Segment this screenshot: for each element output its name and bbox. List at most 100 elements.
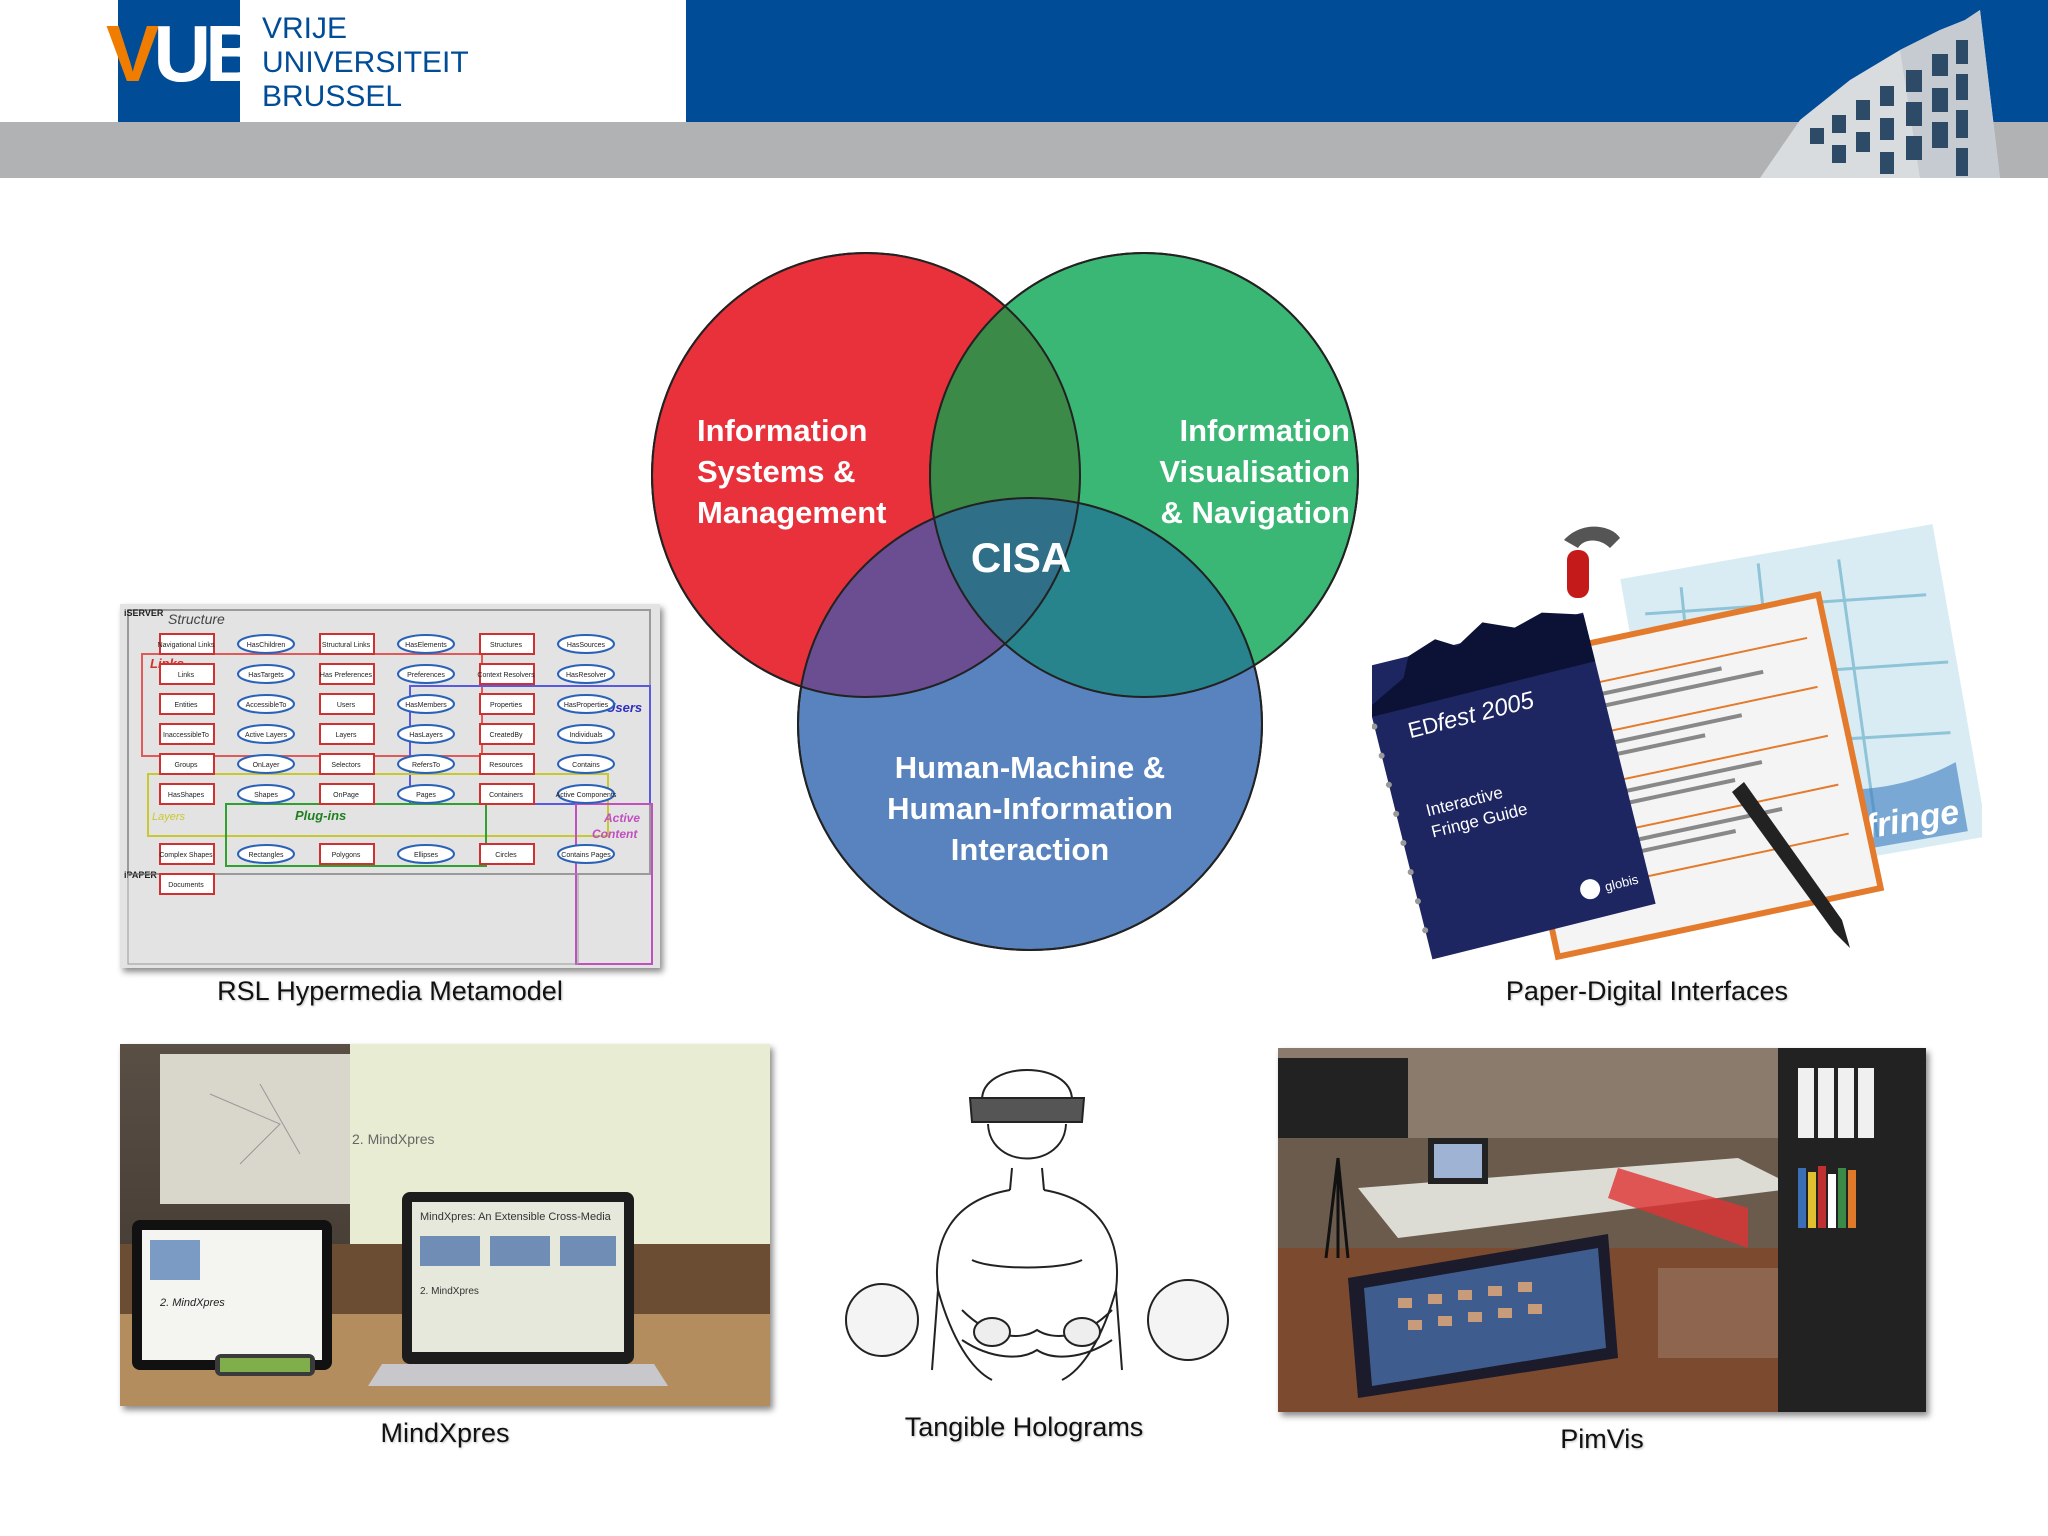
- metamodel-node-label: CreatedBy: [489, 732, 523, 739]
- circle2-line3: & Navigation: [1161, 495, 1350, 530]
- metamodel-node-shape: [159, 663, 215, 685]
- rsl-metamodel-image: iSERVER Structure Links Users Layers Plu…: [120, 604, 660, 968]
- metamodel-node-label: HasMembers: [405, 702, 447, 709]
- circle3-line2: Human-Information: [887, 791, 1173, 826]
- hologram-sphere-right: [1147, 1279, 1229, 1361]
- metamodel-node-shape: [159, 843, 215, 865]
- metamodel-node-label: Rectangles: [248, 852, 284, 859]
- venn-overlap-red-blue: [798, 498, 1080, 697]
- metamodel-node-label: Links: [178, 672, 195, 679]
- users-group-label: Users: [606, 700, 642, 715]
- metamodel-node-shape: [557, 724, 615, 744]
- logo-line-3: BRUSSEL: [262, 80, 403, 113]
- university-name: VRIJE UNIVERSITEIT BRUSSEL: [262, 12, 469, 114]
- metamodel-node-shape: [319, 783, 375, 805]
- metamodel-node-label: Structures: [490, 642, 522, 649]
- metamodel-node-shape: [237, 664, 295, 684]
- metamodel-node-shape: [319, 843, 375, 865]
- metamodel-node-label: Complex Shapes: [159, 852, 213, 859]
- metamodel-node-label: HasShapes: [168, 792, 205, 799]
- metamodel-node-label: Structural Links: [322, 642, 371, 649]
- metamodel-node-label: Polygons: [332, 852, 361, 859]
- paper-digital-image: fringe ED fest 2005 Interactive Fringe G…: [1372, 520, 1982, 961]
- metamodel-node-label: Entities: [175, 702, 198, 709]
- metamodel-node-shape: [479, 843, 535, 865]
- caption-rsl-metamodel: RSL Hypermedia Metamodel: [217, 976, 563, 1006]
- digital-pen: [1732, 782, 1850, 948]
- metamodel-node-label: Ellipses: [414, 852, 439, 859]
- metamodel-node-label: HasResolver: [566, 672, 607, 679]
- metamodel-node-label: Properties: [490, 702, 522, 709]
- pimvis-photo: [1278, 1048, 1926, 1412]
- metamodel-node-label: HasElements: [405, 642, 447, 649]
- metamodel-node-shape: [479, 783, 535, 805]
- metamodel-node-shape: [159, 753, 215, 775]
- metamodel-node-shape: [557, 784, 615, 804]
- metamodel-node-label: Has Preferences: [320, 672, 373, 679]
- metamodel-node-label: HasProperties: [564, 702, 609, 709]
- metamodel-node-label: Circles: [495, 852, 517, 859]
- metamodel-node-label: RefersTo: [412, 762, 440, 769]
- metamodel-node-label: HasSources: [567, 642, 606, 649]
- logo-line-1: VRIJE: [262, 12, 348, 45]
- metamodel-node-shape: [479, 723, 535, 745]
- metamodel-node-shape: [397, 634, 455, 654]
- active-content-label-2: Content: [592, 827, 638, 841]
- metamodel-node-label: Groups: [175, 762, 198, 769]
- metamodel-node-shape: [397, 784, 455, 804]
- metamodel-node-shape: [237, 694, 295, 714]
- metamodel-node-shape: [237, 634, 295, 654]
- metamodel-node-label: OnLayer: [253, 762, 281, 769]
- laptop-slide-title: MindXpres: An Extensible Cross-Media: [420, 1211, 612, 1223]
- vub-logo: VUB: [106, 9, 263, 98]
- metamodel-node-label: Contains Pages: [561, 852, 611, 859]
- venn-diagram: Information Systems & Management Informa…: [651, 252, 1359, 951]
- tablet-slide-title: 2. MindXpres: [159, 1297, 225, 1309]
- metamodel-node-label: Containers: [489, 792, 523, 799]
- metamodel-node-shape: [237, 754, 295, 774]
- venn-overlap-green-blue: [930, 498, 1262, 697]
- circle1-line3: Management: [697, 495, 886, 530]
- metamodel-node-shape: [397, 844, 455, 864]
- metamodel-node-label: Documents: [168, 882, 204, 889]
- metamodel-node-label: Selectors: [331, 762, 361, 769]
- layers-group-label: Layers: [152, 811, 186, 823]
- metamodel-node-shape: [397, 694, 455, 714]
- hologram-sphere-left: [845, 1283, 919, 1357]
- metamodel-node-shape: [319, 633, 375, 655]
- logo-line-2: UNIVERSITEIT: [262, 46, 469, 79]
- metamodel-node-shape: [557, 694, 615, 714]
- caption-paper-digital: Paper-Digital Interfaces: [1505, 976, 1789, 1006]
- metamodel-node-label: HasLayers: [409, 732, 443, 739]
- metamodel-node-shape: [479, 633, 535, 655]
- metamodel-node-label: Active Components: [556, 792, 617, 799]
- metamodel-node-label: Resources: [489, 762, 523, 769]
- metamodel-node-label: Shapes: [254, 792, 278, 799]
- circle2-line2: Visualisation: [1159, 454, 1350, 489]
- metamodel-node-shape: [159, 723, 215, 745]
- metamodel-node-shape: [557, 664, 615, 684]
- metamodel-node-label: Context Resolvers: [477, 672, 535, 679]
- metamodel-node-shape: [159, 873, 215, 895]
- structure-label: Structure: [168, 611, 225, 627]
- bluetooth-headset: [1564, 526, 1620, 598]
- tangible-holograms-drawing: [845, 1069, 1229, 1381]
- metamodel-node-label: Layers: [335, 732, 357, 739]
- metamodel-node-shape: [319, 753, 375, 775]
- metamodel-node-label: Users: [337, 702, 356, 709]
- metamodel-node-shape: [479, 693, 535, 715]
- projected-slide-title: 2. MindXpres: [352, 1131, 434, 1147]
- metamodel-node-shape: [557, 844, 615, 864]
- metamodel-node-shape: [479, 663, 535, 685]
- metamodel-node-shape: [237, 784, 295, 804]
- metamodel-node-shape: [557, 634, 615, 654]
- metamodel-node-shape: [397, 664, 455, 684]
- metamodel-node-label: Preferences: [407, 672, 445, 679]
- laptop-slide-subtitle: 2. MindXpres: [420, 1286, 479, 1297]
- metamodel-node-shape: [397, 754, 455, 774]
- metamodel-node-label: Navigational Links: [158, 642, 215, 649]
- metamodel-node-shape: [319, 693, 375, 715]
- circle1-line2: Systems &: [697, 454, 856, 489]
- metamodel-node-label: Pages: [416, 792, 436, 799]
